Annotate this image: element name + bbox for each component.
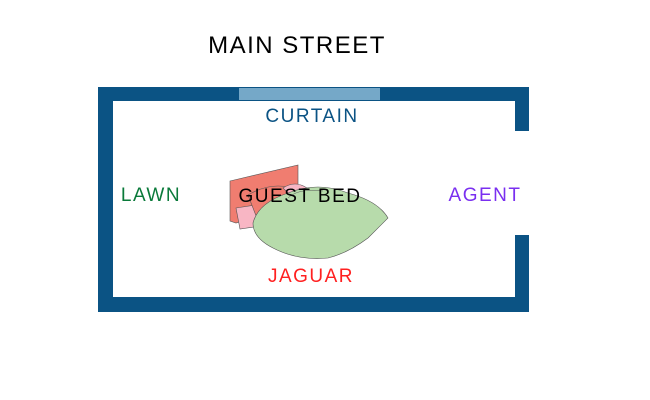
street-title: MAIN STREET <box>208 32 386 59</box>
window <box>239 88 380 100</box>
wall-left <box>98 87 113 312</box>
wall-right-lower <box>515 235 529 312</box>
bottom-label: JAGUAR <box>267 266 355 287</box>
bed-icon <box>229 164 389 259</box>
wall-bottom <box>98 297 529 312</box>
wall-right-upper <box>515 87 529 131</box>
left-label: LAWN <box>120 185 182 206</box>
bed-label: GUEST BED <box>238 186 362 207</box>
right-label: AGENT <box>448 185 522 206</box>
window-label: CURTAIN <box>265 106 359 127</box>
